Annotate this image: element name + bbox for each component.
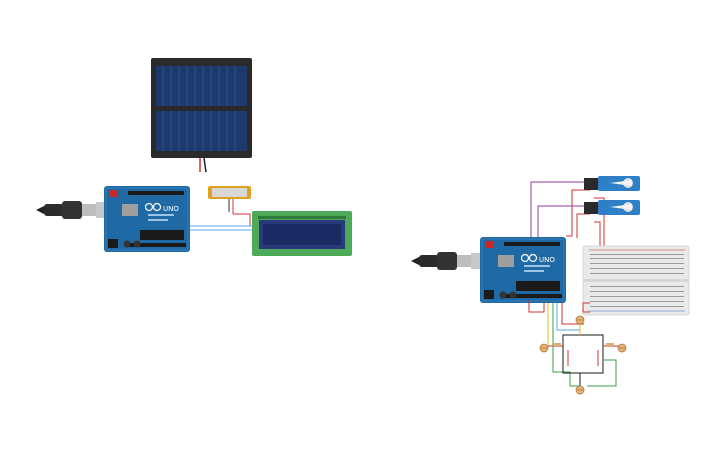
arduino-uno-label-right: UNO [539, 256, 555, 264]
arduino-logo [520, 253, 538, 263]
ldr-bottom[interactable] [575, 385, 585, 395]
ldr-left[interactable] [539, 343, 549, 353]
breadboard[interactable] [582, 245, 690, 316]
ldr-right[interactable] [617, 343, 627, 353]
arduino-uno-left[interactable]: UNO [104, 186, 190, 252]
ldr-top[interactable] [575, 315, 585, 325]
arduino-logo [144, 202, 162, 212]
servo-top[interactable] [584, 176, 640, 191]
usb-cable-left[interactable] [36, 201, 114, 219]
usb-cable-right[interactable] [411, 252, 489, 270]
wires-left [190, 213, 252, 231]
wires-ldr [528, 300, 620, 387]
servo-bottom[interactable] [584, 200, 640, 215]
resistors [553, 343, 614, 346]
lcd-16x2[interactable] [252, 211, 352, 256]
arduino-uno-label-left: UNO [163, 205, 179, 213]
arduino-uno-right[interactable]: UNO [480, 237, 566, 303]
solar-panel[interactable] [151, 58, 252, 173]
current-sensor[interactable] [208, 186, 251, 214]
